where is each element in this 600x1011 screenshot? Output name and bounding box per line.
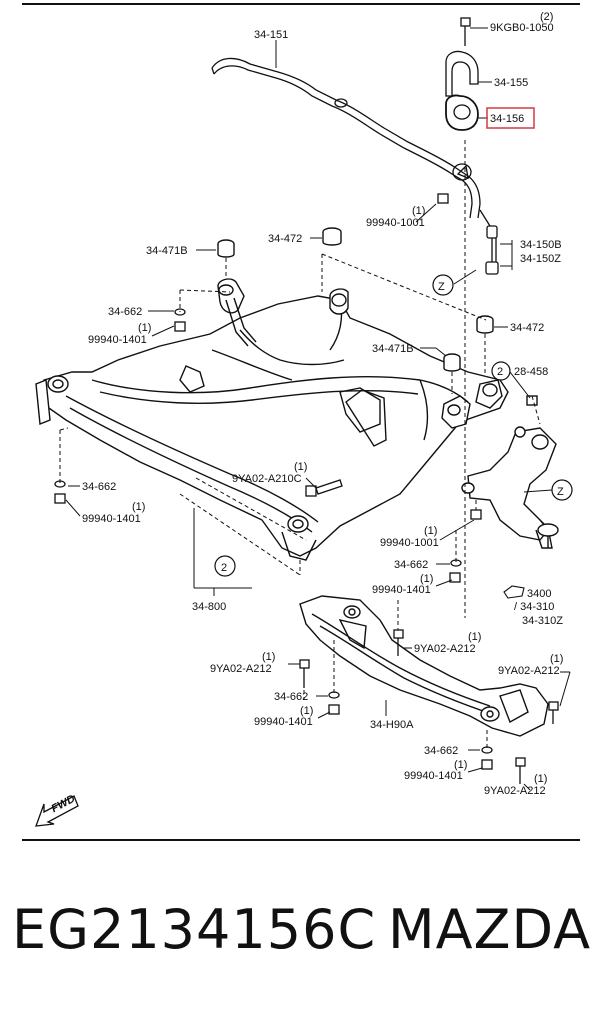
label: (1) bbox=[468, 631, 481, 643]
label: 34-151 bbox=[254, 29, 288, 41]
crossmember bbox=[35, 278, 509, 561]
label: 34-H90A bbox=[370, 719, 414, 731]
lower-arm bbox=[461, 426, 559, 549]
stabilizer-bracket bbox=[445, 17, 479, 131]
subframe bbox=[299, 595, 549, 737]
label: 34-310Z bbox=[522, 615, 563, 627]
label: (2) bbox=[540, 11, 553, 23]
label: (1) bbox=[454, 759, 467, 771]
label: 34-662 bbox=[424, 745, 458, 757]
label: 34-662 bbox=[274, 691, 308, 703]
label: 34-150Z bbox=[520, 253, 561, 265]
stabilizer-link bbox=[479, 209, 499, 275]
label: 9YA02-A212 bbox=[210, 663, 272, 675]
label: Z bbox=[438, 281, 445, 293]
label: (1) bbox=[138, 322, 151, 334]
label: 34-471B bbox=[146, 245, 188, 257]
label: 34-155 bbox=[494, 77, 528, 89]
caption: EG2134156C MAZDA bbox=[0, 898, 600, 978]
label: 34-662 bbox=[394, 559, 428, 571]
pointer-icon bbox=[503, 585, 525, 599]
bolt-a210c bbox=[305, 479, 343, 497]
label: 9YA02-A210C bbox=[232, 473, 302, 485]
label: 34-471B bbox=[372, 343, 414, 355]
label: 2 bbox=[221, 562, 227, 574]
label: 2 bbox=[497, 366, 503, 378]
label: 34-472 bbox=[268, 233, 302, 245]
highlight-box bbox=[486, 107, 535, 129]
label: (1) bbox=[132, 501, 145, 513]
stabilizer-bar bbox=[211, 57, 481, 219]
label: 34-156 bbox=[490, 113, 524, 125]
label: 9YA02-A212 bbox=[414, 643, 476, 655]
label: 9KGB0-1050 bbox=[490, 22, 554, 34]
label: 28-458 bbox=[514, 366, 548, 378]
label: (1) bbox=[420, 573, 433, 585]
label: Z bbox=[557, 486, 564, 498]
guide-lines bbox=[59, 140, 541, 750]
part-number: EG2134156C bbox=[12, 898, 377, 961]
label: 99940-1401 bbox=[372, 584, 431, 596]
label: 34-800 bbox=[192, 601, 226, 613]
label: 9YA02-A212 bbox=[484, 785, 546, 797]
label: 34-662 bbox=[108, 306, 142, 318]
label: 34-472 bbox=[510, 322, 544, 334]
label: (1) bbox=[550, 653, 563, 665]
label: 3400 bbox=[527, 588, 551, 600]
label: (1) bbox=[300, 705, 313, 717]
label: (1) bbox=[424, 525, 437, 537]
label: 34-150B bbox=[520, 239, 562, 251]
label: 99940-1001 bbox=[366, 217, 425, 229]
brand-name: MAZDA bbox=[388, 898, 592, 961]
fwd-arrow-icon bbox=[35, 795, 79, 827]
nut-99940-1001 bbox=[437, 193, 449, 204]
label: (1) bbox=[534, 773, 547, 785]
label: 99940-1401 bbox=[404, 770, 463, 782]
label: 9YA02-A212 bbox=[498, 665, 560, 677]
washers-nuts bbox=[54, 308, 493, 770]
label: 99940-1401 bbox=[254, 716, 313, 728]
label: 99940-1401 bbox=[88, 334, 147, 346]
label: (1) bbox=[262, 651, 275, 663]
label: 34-662 bbox=[82, 481, 116, 493]
circled-markers bbox=[214, 274, 573, 577]
label: / 34-310 bbox=[514, 601, 554, 613]
callout-labels: 34-151 (2) 9KGB0-1050 34-155 34-156 (1) … bbox=[82, 11, 564, 797]
label: 99940-1401 bbox=[82, 513, 141, 525]
label: (1) bbox=[412, 205, 425, 217]
label: (1) bbox=[294, 461, 307, 473]
label: 99940-1001 bbox=[380, 537, 439, 549]
